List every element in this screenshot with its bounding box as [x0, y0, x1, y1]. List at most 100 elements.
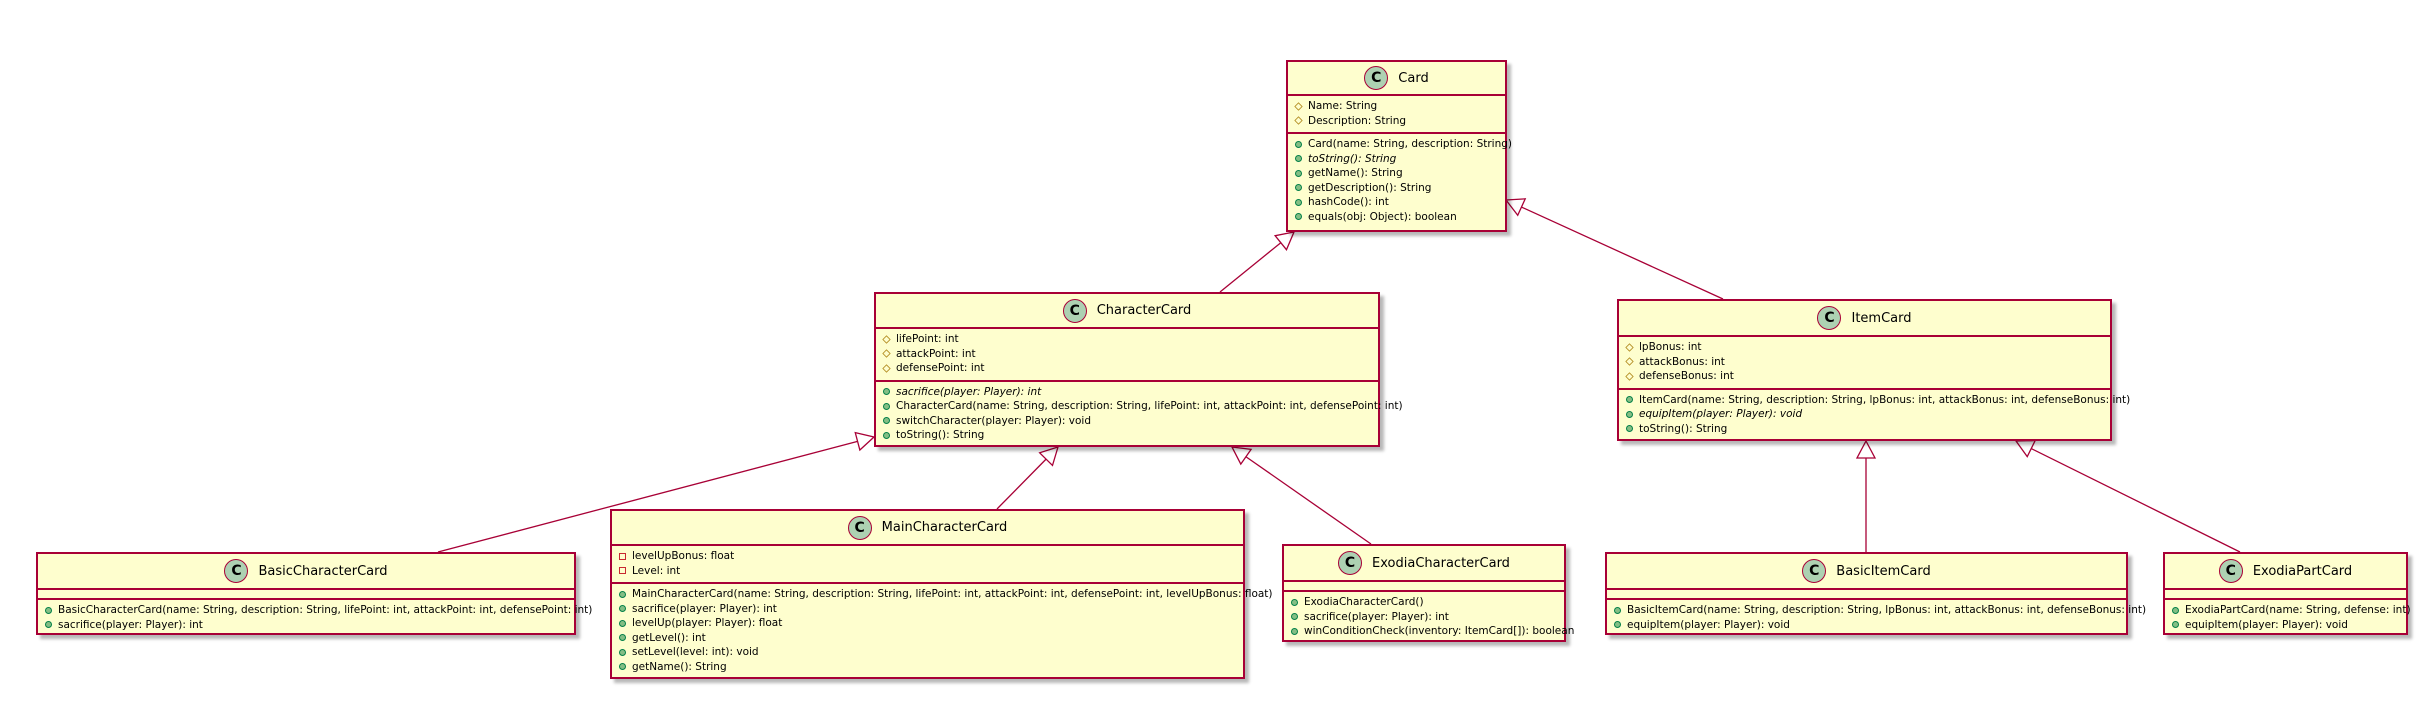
- edge-line: [437, 440, 858, 553]
- edge-line: [2030, 447, 2241, 553]
- class-main-character-card-methods: MainCharacterCard(name: String, descript…: [612, 584, 1273, 678]
- method-signature: setLevel(level: int): void: [632, 646, 759, 659]
- public-visibility-icon: [2172, 606, 2179, 614]
- class-main-character-card-name: MainCharacterCard: [881, 520, 1008, 535]
- protected-visibility-icon: [1294, 102, 1303, 111]
- method-row: CharacterCard(name: String, description:…: [876, 399, 1403, 414]
- class-basic-item-card-header: C BasicItemCard: [1607, 554, 2126, 590]
- private-visibility-icon: [619, 567, 626, 575]
- class-basic-character-card-header: C BasicCharacterCard: [38, 554, 574, 590]
- class-icon: C: [1338, 551, 1363, 575]
- public-visibility-icon: [1614, 621, 1621, 629]
- public-visibility-icon: [1626, 396, 1633, 404]
- method-row: toString(): String: [876, 428, 1378, 443]
- field-row: defenseBonus: int: [1619, 369, 2110, 384]
- method-signature: equipItem(player: Player): void: [1639, 408, 1803, 421]
- method-signature: sacrifice(player: Player): int: [1304, 610, 1449, 623]
- method-row: levelUp(player: Player): float: [612, 616, 1243, 631]
- public-visibility-icon: [1295, 155, 1302, 163]
- method-row: toString(): String: [1288, 152, 1505, 167]
- method-row: setLevel(level: int): void: [612, 645, 1243, 660]
- method-signature: toString(): String: [896, 429, 985, 442]
- public-visibility-icon: [1291, 613, 1298, 621]
- edge-line: [1219, 242, 1282, 293]
- protected-visibility-icon: [1294, 116, 1303, 125]
- inheritance-edge-character-card-to-card: [1219, 231, 1296, 293]
- class-basic-character-card-name: BasicCharacterCard: [258, 563, 388, 579]
- class-exodia-part-card-name: ExodiaPartCard: [2252, 563, 2353, 579]
- method-row: Card(name: String, description: String): [1288, 137, 1512, 152]
- field-signature: attackPoint: int: [896, 347, 976, 360]
- method-signature: BasicItemCard(name: String, description:…: [1627, 604, 2147, 617]
- public-visibility-icon: [1291, 627, 1298, 635]
- method-signature: toString(): String: [1308, 152, 1397, 165]
- inheritance-edge-exodia-part-card-to-item-card: [2014, 439, 2241, 553]
- class-icon: C: [2218, 559, 2243, 583]
- method-signature: hashCode(): int: [1308, 196, 1389, 209]
- inheritance-edge-exodia-character-card-to-character-card: [1230, 446, 1372, 545]
- protected-visibility-icon: [882, 364, 891, 373]
- class-card-name: Card: [1398, 70, 1429, 86]
- public-visibility-icon: [883, 431, 890, 439]
- public-visibility-icon: [883, 417, 890, 425]
- method-signature: CharacterCard(name: String, description:…: [896, 400, 1403, 413]
- field-signature: Level: int: [632, 564, 681, 577]
- class-basic-item-card-fields: [1607, 590, 2126, 600]
- inheritance-arrowhead-icon: [1504, 198, 1527, 217]
- protected-visibility-icon: [1625, 372, 1634, 381]
- class-basic-character-card[interactable]: C BasicCharacterCard BasicCharacterCard(…: [36, 552, 592, 635]
- public-visibility-icon: [1295, 140, 1302, 148]
- class-icon: C: [847, 515, 872, 540]
- public-visibility-icon: [619, 663, 626, 671]
- method-row: sacrifice(player: Player): int: [612, 602, 1243, 617]
- method-row: BasicCharacterCard(name: String, descrip…: [38, 603, 592, 618]
- class-icon: C: [1802, 559, 1827, 583]
- public-visibility-icon: [883, 388, 890, 396]
- protected-visibility-icon: [882, 335, 891, 344]
- class-basic-item-card-methods: BasicItemCard(name: String, description:…: [1607, 600, 2146, 636]
- class-icon: C: [1364, 66, 1389, 90]
- method-signature: equipItem(player: Player): void: [1627, 618, 1790, 631]
- public-visibility-icon: [1626, 425, 1633, 433]
- method-row: equipItem(player: Player): void: [1619, 407, 2110, 422]
- method-signature: toString(): String: [1639, 422, 1728, 435]
- method-row: getName(): String: [1288, 166, 1505, 181]
- edge-line: [1521, 206, 1724, 300]
- field-row: attackBonus: int: [1619, 355, 2110, 370]
- method-signature: switchCharacter(player: Player): void: [896, 414, 1092, 427]
- class-exodia-character-card-name: ExodiaCharacterCard: [1372, 555, 1510, 571]
- field-signature: lpBonus: int: [1639, 341, 1702, 354]
- method-row: equals(obj: Object): boolean: [1288, 210, 1505, 225]
- method-signature: sacrifice(player: Player): int: [896, 385, 1042, 398]
- edge-line: [1245, 456, 1372, 545]
- class-exodia-part-card-methods: ExodiaPartCard(name: String, defense: in…: [2165, 600, 2411, 636]
- class-basic-item-card[interactable]: C BasicItemCard BasicItemCard(name: Stri…: [1605, 552, 2146, 636]
- public-visibility-icon: [883, 402, 890, 410]
- class-icon: C: [1062, 298, 1087, 323]
- inheritance-edge-item-card-to-card: [1504, 198, 1724, 300]
- private-visibility-icon: [619, 552, 626, 560]
- class-character-card-header: C CharacterCard: [876, 294, 1378, 329]
- method-row: equipItem(player: Player): void: [2165, 618, 2406, 633]
- method-signature: ItemCard(name: String, description: Stri…: [1639, 393, 2131, 406]
- public-visibility-icon: [1295, 198, 1302, 206]
- method-row: getName(): String: [612, 660, 1243, 675]
- class-card-header: C Card: [1288, 62, 1505, 96]
- inheritance-arrowhead-icon: [1038, 446, 1059, 467]
- field-signature: Name: String: [1308, 100, 1378, 113]
- class-exodia-part-card[interactable]: C ExodiaPartCard ExodiaPartCard(name: St…: [2163, 552, 2411, 636]
- class-exodia-character-card[interactable]: C ExodiaCharacterCard ExodiaCharacterCar…: [1282, 544, 1574, 642]
- method-row: equipItem(player: Player): void: [1607, 618, 2126, 633]
- class-character-card-name: CharacterCard: [1096, 303, 1192, 318]
- field-signature: lifePoint: int: [896, 333, 959, 346]
- method-row: ItemCard(name: String, description: Stri…: [1619, 393, 2130, 408]
- method-row: ExodiaCharacterCard(): [1284, 595, 1564, 610]
- class-icon: C: [1817, 306, 1842, 330]
- method-signature: getDescription(): String: [1308, 181, 1432, 194]
